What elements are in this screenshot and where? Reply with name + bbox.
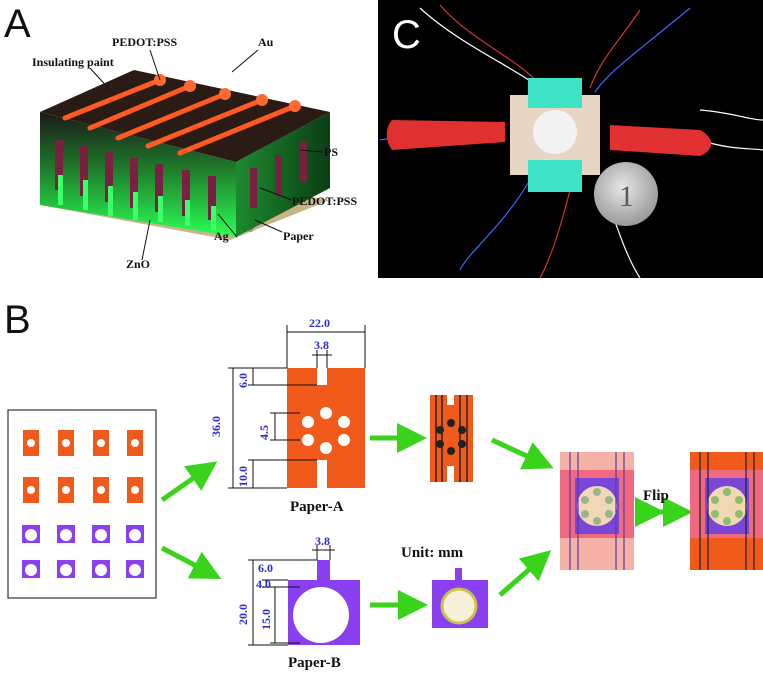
paper-b-hole xyxy=(293,587,349,643)
paper-b-printed-ring xyxy=(440,587,478,625)
dim-paper-b-circle: 15.0 xyxy=(259,609,273,630)
arrow-sheet-to-paper-a xyxy=(160,461,218,503)
assembled-device-flipped xyxy=(690,452,763,570)
paper-b-drawing: 3.8 6.0 4.0 20.0 15.0 Paper-B xyxy=(236,534,360,671)
label-au: Au xyxy=(258,35,274,49)
label-ag: Ag xyxy=(214,229,229,243)
dim-paper-b-height: 20.0 xyxy=(236,604,250,625)
label-insulating-paint: Insulating paint xyxy=(32,55,114,69)
assembled-traces xyxy=(569,452,625,570)
arrow-sheet-to-paper-b xyxy=(160,545,222,579)
paper-a-printed xyxy=(430,395,473,482)
device-photo: C 1 xyxy=(378,0,763,279)
photo-tape-top xyxy=(528,78,582,108)
label-pedot-bottom: PEDOT:PSS xyxy=(292,194,357,208)
label-pedot-top: PEDOT:PSS xyxy=(112,35,177,49)
photo-clip-right xyxy=(610,125,712,156)
panel-label-a: A xyxy=(4,2,31,46)
device-schematic-3d: PEDOT:PSS Au Insulating paint PS PEDOT:P… xyxy=(32,35,357,271)
assembled-device xyxy=(560,452,634,570)
sheet-paper-b-holes xyxy=(25,529,141,576)
dim-paper-b-gap: 4.0 xyxy=(256,577,271,591)
panel-label-c: C xyxy=(392,13,421,57)
photo-clip-left xyxy=(386,120,505,150)
dim-paper-b-tab: 6.0 xyxy=(258,561,273,575)
panel-a-leader-lines xyxy=(89,49,323,261)
paper-b-printed xyxy=(432,568,488,628)
flipped-traces xyxy=(699,452,755,570)
paper-a-printed-dots xyxy=(436,419,466,455)
dim-paper-b-slot-width: 3.8 xyxy=(315,534,330,548)
au-electrode-stripes xyxy=(62,77,298,156)
process-arrows xyxy=(160,423,693,620)
panel-label-b: B xyxy=(4,298,31,342)
dim-paper-a-height: 36.0 xyxy=(209,416,223,437)
dim-paper-a-width: 22.0 xyxy=(309,316,330,330)
flipped-dots xyxy=(711,488,743,525)
paper-a-dimension-lines xyxy=(228,325,366,489)
paper-a-printed-traces xyxy=(435,395,468,482)
arrow-b-to-assembled xyxy=(498,550,552,597)
flip-label: Flip xyxy=(643,488,669,504)
unit-label: Unit: mm xyxy=(401,545,464,561)
paper-b-dimension-lines xyxy=(248,545,335,646)
paper-a-shape xyxy=(287,368,365,488)
dim-paper-a-hole: 4.5 xyxy=(257,425,271,440)
label-zno: ZnO xyxy=(126,257,150,271)
dim-paper-a-bottom-slot: 10.0 xyxy=(236,466,250,487)
label-paper: Paper xyxy=(283,229,314,243)
dim-paper-a-top-slot: 6.0 xyxy=(236,373,250,388)
au-electrode-pads xyxy=(154,74,301,112)
paper-a-holes xyxy=(302,407,350,454)
arrow-a-to-assembled xyxy=(490,437,554,470)
photo-coin-numeral: 1 xyxy=(619,180,634,213)
block-top-face xyxy=(40,70,330,162)
photo-coin xyxy=(594,162,658,226)
paper-a-caption: Paper-A xyxy=(290,499,344,515)
paper-b-caption: Paper-B xyxy=(288,655,341,671)
photo-active-area xyxy=(533,110,577,154)
paper-a-printed-shape xyxy=(430,395,473,482)
assembled-dots xyxy=(581,488,613,525)
dim-paper-a-slot-width: 3.8 xyxy=(314,338,329,352)
photo-tape-bottom xyxy=(528,160,582,192)
zno-pillars xyxy=(55,140,307,230)
sheet-array xyxy=(7,409,157,599)
label-ps: PS xyxy=(324,145,338,159)
sheet-paper-a-holes xyxy=(27,439,139,494)
paper-a-drawing: 22.0 3.8 36.0 6.0 4.5 10.0 Paper-A xyxy=(209,316,366,515)
